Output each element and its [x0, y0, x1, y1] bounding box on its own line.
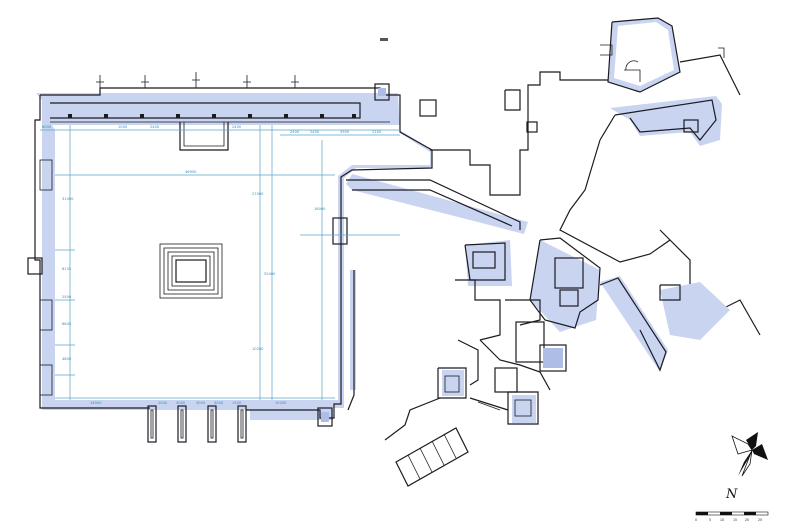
central-monument — [159, 243, 223, 299]
dim-left-seg: 8135 — [62, 267, 71, 271]
scale-label: 0 — [695, 518, 697, 522]
scale-label: 20 — [745, 518, 749, 522]
junction-rooms — [455, 237, 601, 393]
west-bays — [39, 159, 53, 396]
dim-bottom-seg: 2000 — [158, 401, 168, 405]
scale-label: 10 — [720, 518, 724, 522]
dim-overall-width: 46950 — [185, 170, 197, 174]
south-entry — [384, 367, 539, 441]
north-entrance-markers — [96, 72, 299, 88]
dimension-labels: 46950 8000 1000 2400 2400 2400 2400 3900… — [42, 125, 382, 405]
scale-bar: 0 5 10 15 20 25 — [695, 511, 769, 522]
dim-bottom-seg: 3000 — [176, 401, 186, 405]
scale-label: 25 — [758, 518, 762, 522]
north-arrow: N — [725, 432, 768, 502]
dim-left-seg: 2500 — [62, 295, 72, 299]
north-east-complex — [430, 17, 741, 196]
dim-top-seg: 2400 — [290, 130, 300, 134]
dim-bottom-right: 10200 — [275, 401, 287, 405]
sketch-mark — [380, 38, 388, 41]
stepped-ramp — [395, 427, 469, 487]
angled-wing — [346, 174, 528, 411]
dim-bottom-seg: 3000 — [214, 401, 224, 405]
dimension-lines — [40, 125, 400, 400]
dim-bottom-seg: 1500 — [232, 401, 242, 405]
dim-top-left: 8000 — [42, 125, 52, 129]
south-galleries — [147, 405, 247, 443]
dim-top-seg: 2400 — [232, 125, 242, 129]
dim-left-height: 31000 — [62, 197, 74, 201]
dim-bottom-seg: 3000 — [196, 401, 206, 405]
north-label: N — [725, 487, 738, 502]
dim-top-right-a: 3900 — [340, 130, 350, 134]
dim-center-height: 52000 — [264, 272, 276, 276]
dim-top-seg: 2400 — [310, 130, 320, 134]
east-complex — [559, 96, 761, 372]
dim-bottom-left: 14000 — [90, 401, 102, 405]
dim-left-seg: 6645 — [62, 322, 71, 326]
dim-inner-lower: 10200 — [252, 347, 264, 351]
dim-left-seg: 4800 — [62, 357, 72, 361]
arcade-piers — [68, 114, 356, 118]
dim-inner-height: 27000 — [252, 192, 264, 196]
scale-label: 15 — [733, 518, 737, 522]
scale-label: 5 — [709, 518, 711, 522]
dim-top-right-b: 2100 — [372, 130, 382, 134]
dim-top-seg: 2400 — [150, 125, 160, 129]
dim-top-seg: 1000 — [118, 125, 128, 129]
dim-right-height: 16000 — [314, 207, 326, 211]
